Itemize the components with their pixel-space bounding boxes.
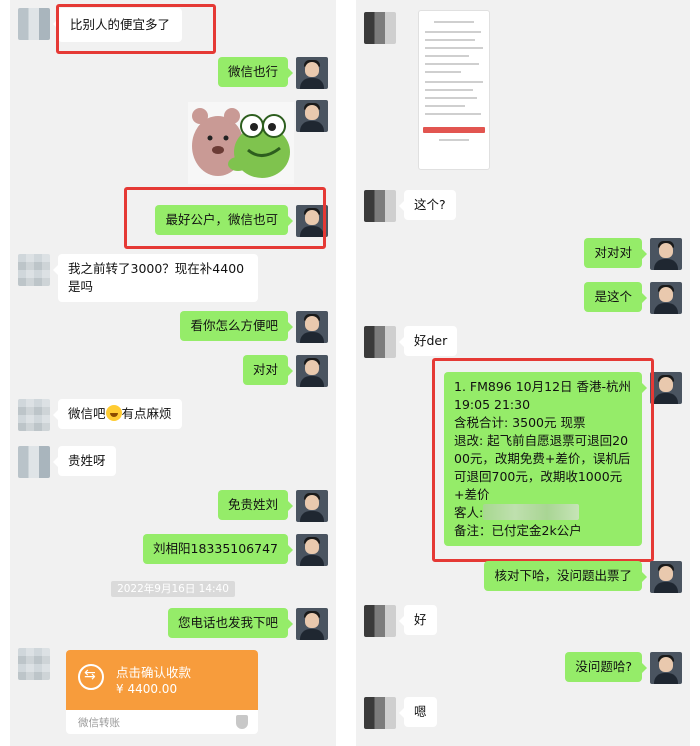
ticket-line: 备注：已付定金2k公户 [454,523,582,538]
message-bubble[interactable]: 看你怎么方便吧 [180,311,293,341]
message-row: 这个? [364,190,456,222]
user-avatar[interactable] [650,652,682,684]
user-avatar[interactable] [296,100,328,132]
redacted-name [483,504,580,520]
contact-avatar[interactable] [18,399,50,431]
transfer-card-header[interactable]: 点击确认收款 ¥ 4400.00 [66,650,258,710]
transfer-amount: ¥ 4400.00 [116,682,178,696]
user-avatar[interactable] [296,534,328,566]
message-text: 有点麻烦 [121,406,172,421]
contact-avatar[interactable] [364,605,396,637]
user-avatar[interactable] [296,490,328,522]
message-row: 我之前转了3000？现在补4400是吗 [18,254,258,302]
user-avatar[interactable] [650,282,682,314]
message-bubble[interactable]: 微信吧有点麻烦 [53,399,182,429]
message-bubble[interactable]: 嗯 [399,697,437,727]
chat-panel-left: 比别人的便宜多了 微信也行 最好公户，微信也可 我之前转了3000？现在补440… [10,0,336,746]
message-row: 最好公户，微信也可 [155,205,328,237]
user-avatar[interactable] [296,205,328,237]
contact-avatar[interactable] [364,190,396,222]
message-bubble[interactable]: 好der [398,326,458,356]
message-row: 您电话也发我下吧 [167,608,328,640]
ticket-info-bubble[interactable]: 1. FM896 10月12日 香港-杭州 19:05 21:30 含税合计: … [444,372,647,546]
message-row [296,100,328,132]
message-row: 贵姓呀 [18,446,116,478]
contact-avatar[interactable] [18,446,50,478]
wechat-transfer-card[interactable]: 点击确认收款 ¥ 4400.00 微信转账 [66,650,258,734]
ticket-line: 客人: [454,504,632,522]
transfer-title: 点击确认收款 [116,665,192,680]
user-avatar[interactable] [650,561,682,593]
message-bubble[interactable]: 最好公户，微信也可 [155,205,293,235]
message-bubble[interactable]: 对对对 [584,238,647,268]
chat-timestamp: 2022年9月16日 14:40 [10,581,336,597]
message-row: 嗯 [364,697,437,729]
message-row: 微信吧有点麻烦 [18,399,182,431]
message-row: 看你怎么方便吧 [180,311,328,343]
shield-icon [236,715,248,729]
message-bubble[interactable]: 刘相阳18335106747 [143,534,293,564]
message-bubble[interactable]: 核对下哈，没问题出票了 [484,561,647,591]
message-row: 刘相阳18335106747 [143,534,328,566]
message-bubble[interactable]: 比别人的便宜多了 [52,8,183,42]
user-avatar[interactable] [296,355,328,387]
message-bubble[interactable]: 您电话也发我下吧 [167,608,294,638]
message-row: 好 [364,605,437,637]
ticket-line: 1. FM896 10月12日 香港-杭州 19:05 21:30 [454,379,632,412]
user-avatar[interactable] [650,238,682,270]
sticker-bear-frog-image[interactable] [188,102,294,184]
message-row [18,648,50,680]
message-bubble[interactable]: 是这个 [584,282,647,312]
user-avatar[interactable] [296,311,328,343]
message-bubble[interactable]: 没问题哈? [565,652,647,682]
contact-avatar[interactable] [18,648,50,680]
chat-panel-right: 这个? 对对对 是这个 好der 1. FM896 10月12日 香港-杭州 1… [356,0,690,746]
message-bubble[interactable]: 贵姓呀 [53,446,116,476]
message-text: 微信吧 [68,406,106,421]
message-bubble[interactable]: 这个? [399,190,456,220]
transfer-icon [78,664,104,690]
message-row [364,12,396,44]
message-row: 微信也行 [217,57,328,89]
message-row: 没问题哈? [565,652,682,684]
user-avatar[interactable] [650,372,682,404]
message-row: 1. FM896 10月12日 香港-杭州 19:05 21:30 含税合计: … [444,372,682,546]
contact-avatar[interactable] [364,326,396,358]
ticket-line: 含税合计: 3500元 现票 [454,415,586,430]
shared-document-image[interactable] [418,10,490,170]
ticket-line: 退改: 起飞前自愿退票可退回2000元，改期免费+差价，误机后可退回700元，改… [454,433,631,502]
message-bubble[interactable]: 好 [399,605,437,635]
timestamp-text: 2022年9月16日 14:40 [111,581,235,597]
contact-avatar[interactable] [364,697,396,729]
message-bubble[interactable]: 免贵姓刘 [217,490,294,520]
message-bubble[interactable]: 我之前转了3000？现在补4400是吗 [53,254,258,302]
message-row: 免贵姓刘 [217,490,328,522]
message-row: 好der [364,326,458,358]
transfer-label: 微信转账 [78,717,120,729]
contact-avatar[interactable] [18,254,50,286]
message-row: 对对对 [584,238,682,270]
ticket-guest-label: 客人: [454,505,484,520]
message-bubble[interactable]: 对对 [242,355,294,385]
laughing-emoji-icon [105,405,122,421]
contact-avatar[interactable] [364,12,396,44]
message-row: 对对 [242,355,328,387]
message-row: 是这个 [584,282,682,314]
message-row: 比别人的便宜多了 [18,8,183,42]
transfer-card-footer: 微信转账 [66,710,258,734]
contact-avatar[interactable] [18,8,50,40]
message-row: 核对下哈，没问题出票了 [484,561,682,593]
user-avatar[interactable] [296,57,328,89]
message-bubble[interactable]: 微信也行 [217,57,294,87]
user-avatar[interactable] [296,608,328,640]
